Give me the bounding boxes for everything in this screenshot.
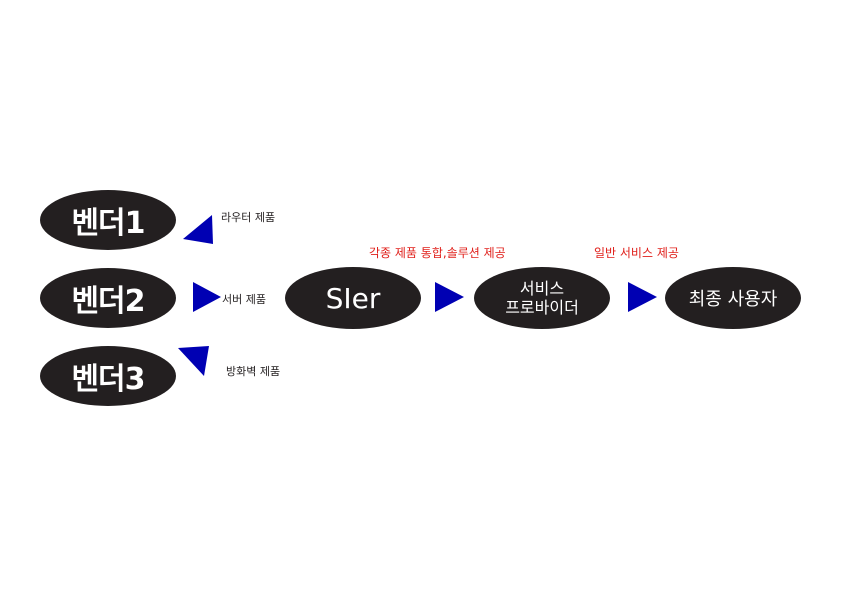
- vendor-2-product-label: 서버 제품: [222, 293, 266, 306]
- vendor-1-label: 벤더1: [71, 206, 145, 241]
- vendor-1-product-label: 라우터 제품: [221, 211, 276, 224]
- vendor-3-label: 벤더3: [71, 362, 145, 397]
- vendor-1-node: 벤더1: [40, 190, 176, 250]
- sier-to-sp-arrow-icon: [435, 282, 464, 312]
- sp-service-label: 일반 서비스 제공: [594, 246, 679, 260]
- end-user-node: 최종 사용자: [665, 267, 801, 329]
- vendor-3-product-label: 방화벽 제품: [226, 365, 281, 378]
- service-provider-line1: 서비스: [519, 279, 565, 298]
- vendor-2-label: 벤더2: [71, 284, 145, 319]
- sp-to-end-user-arrow-icon: [628, 282, 657, 312]
- service-provider-node: 서비스 프로바이더: [474, 267, 610, 329]
- service-provider-label: 서비스 프로바이더: [505, 279, 579, 317]
- end-user-label: 최종 사용자: [688, 289, 778, 310]
- service-provider-line2: 프로바이더: [505, 298, 579, 317]
- sier-service-label: 각종 제품 통합,솔루션 제공: [369, 246, 506, 260]
- vendor-1-arrow-icon: [183, 215, 213, 244]
- vendor-3-node: 벤더3: [40, 346, 176, 406]
- sier-node: SIer: [285, 267, 421, 329]
- vendor-2-node: 벤더2: [40, 268, 176, 328]
- vendor-2-arrow-icon: [193, 282, 221, 312]
- sier-label: SIer: [325, 281, 381, 315]
- vendor-3-arrow-icon: [178, 346, 209, 376]
